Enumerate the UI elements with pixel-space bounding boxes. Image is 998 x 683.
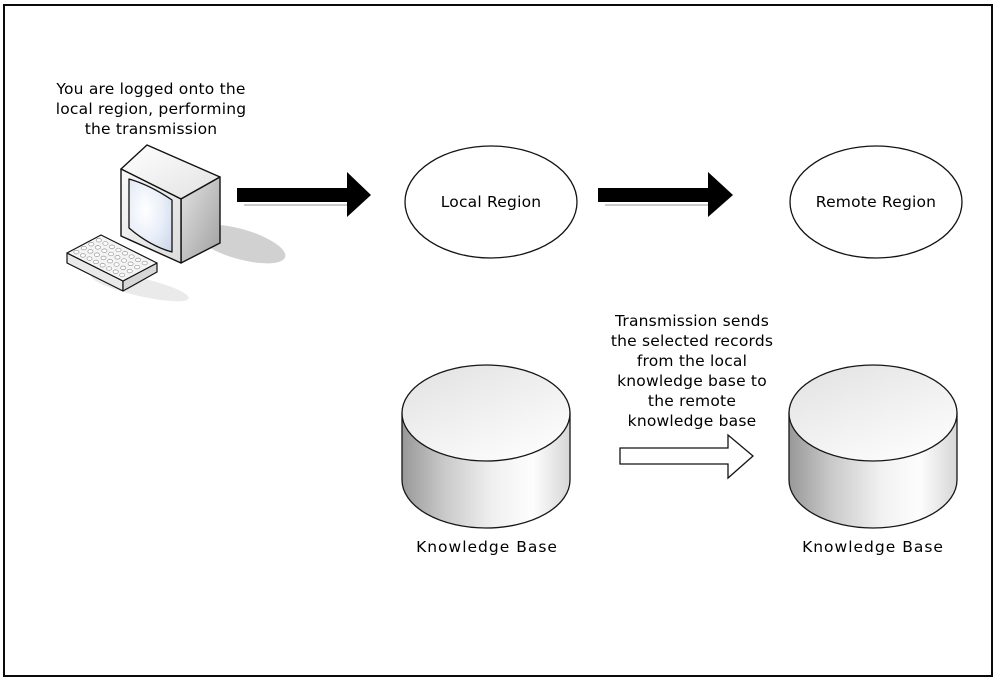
keyboard-icon xyxy=(66,234,158,292)
outline-right-arrow-icon xyxy=(619,433,754,480)
logged-on-note: You are logged onto the local region, pe… xyxy=(55,80,247,138)
arrow-local-to-remote-icon xyxy=(598,172,733,217)
keyboard-keys xyxy=(73,238,148,278)
remote-region-label: Remote Region xyxy=(815,193,937,211)
keyboard-key xyxy=(106,266,113,271)
keyboard-key xyxy=(134,264,141,270)
keyboard-key xyxy=(108,244,115,249)
keyboard-top-face xyxy=(66,234,158,282)
keyboard-key xyxy=(101,248,108,253)
keyboard-key xyxy=(120,265,127,270)
keyboard-key xyxy=(100,255,107,261)
keyboard-key xyxy=(93,252,100,257)
keyboard-key xyxy=(112,269,119,274)
keyboard-key xyxy=(114,255,121,260)
remote-region-node xyxy=(789,145,963,259)
local-region-node xyxy=(404,145,578,259)
keyboard-key xyxy=(108,251,114,257)
diagram-border xyxy=(3,4,993,677)
keyboard-key xyxy=(102,241,109,246)
keyboard-key xyxy=(119,272,126,278)
solid-right-arrow-icon xyxy=(237,172,371,217)
local-knowledge-base-label: Knowledge Base xyxy=(416,538,558,556)
remote-knowledge-base-label: Knowledge Base xyxy=(802,538,944,556)
keyboard-key xyxy=(87,249,94,254)
keyboard-key xyxy=(93,259,99,265)
keyboard-key xyxy=(95,238,102,243)
monitor-icon xyxy=(120,144,221,264)
keyboard-key xyxy=(99,263,106,268)
keyboard-key xyxy=(86,256,93,261)
arrow-computer-to-local-icon xyxy=(237,172,371,217)
keyboard-key xyxy=(141,260,148,266)
solid-right-arrow-icon xyxy=(598,172,733,217)
remote-knowledge-base-cylinder xyxy=(788,364,958,529)
keyboard-key xyxy=(80,245,87,251)
keyboard-key xyxy=(115,247,122,253)
keyboard-key xyxy=(126,268,133,274)
keyboard-key xyxy=(73,249,80,255)
keyboard-key xyxy=(88,242,95,247)
keyboard-key xyxy=(121,258,128,263)
keyboard-key xyxy=(128,254,135,259)
keyboard-key xyxy=(127,261,134,266)
keyboard-key xyxy=(107,259,113,264)
keyboard-key xyxy=(94,245,101,250)
computer-icon xyxy=(66,144,286,302)
keyboard-key xyxy=(79,253,86,258)
keyboard-key xyxy=(122,251,128,256)
keyboard-key xyxy=(113,262,120,267)
cylinder-top xyxy=(788,364,958,462)
cylinder-top xyxy=(401,364,571,462)
transmission-note: Transmission sends the selected records … xyxy=(610,312,774,430)
local-region-label: Local Region xyxy=(440,193,542,211)
monitor-screen xyxy=(128,178,173,253)
keyboard-key xyxy=(135,257,142,263)
local-knowledge-base-cylinder xyxy=(401,364,571,529)
